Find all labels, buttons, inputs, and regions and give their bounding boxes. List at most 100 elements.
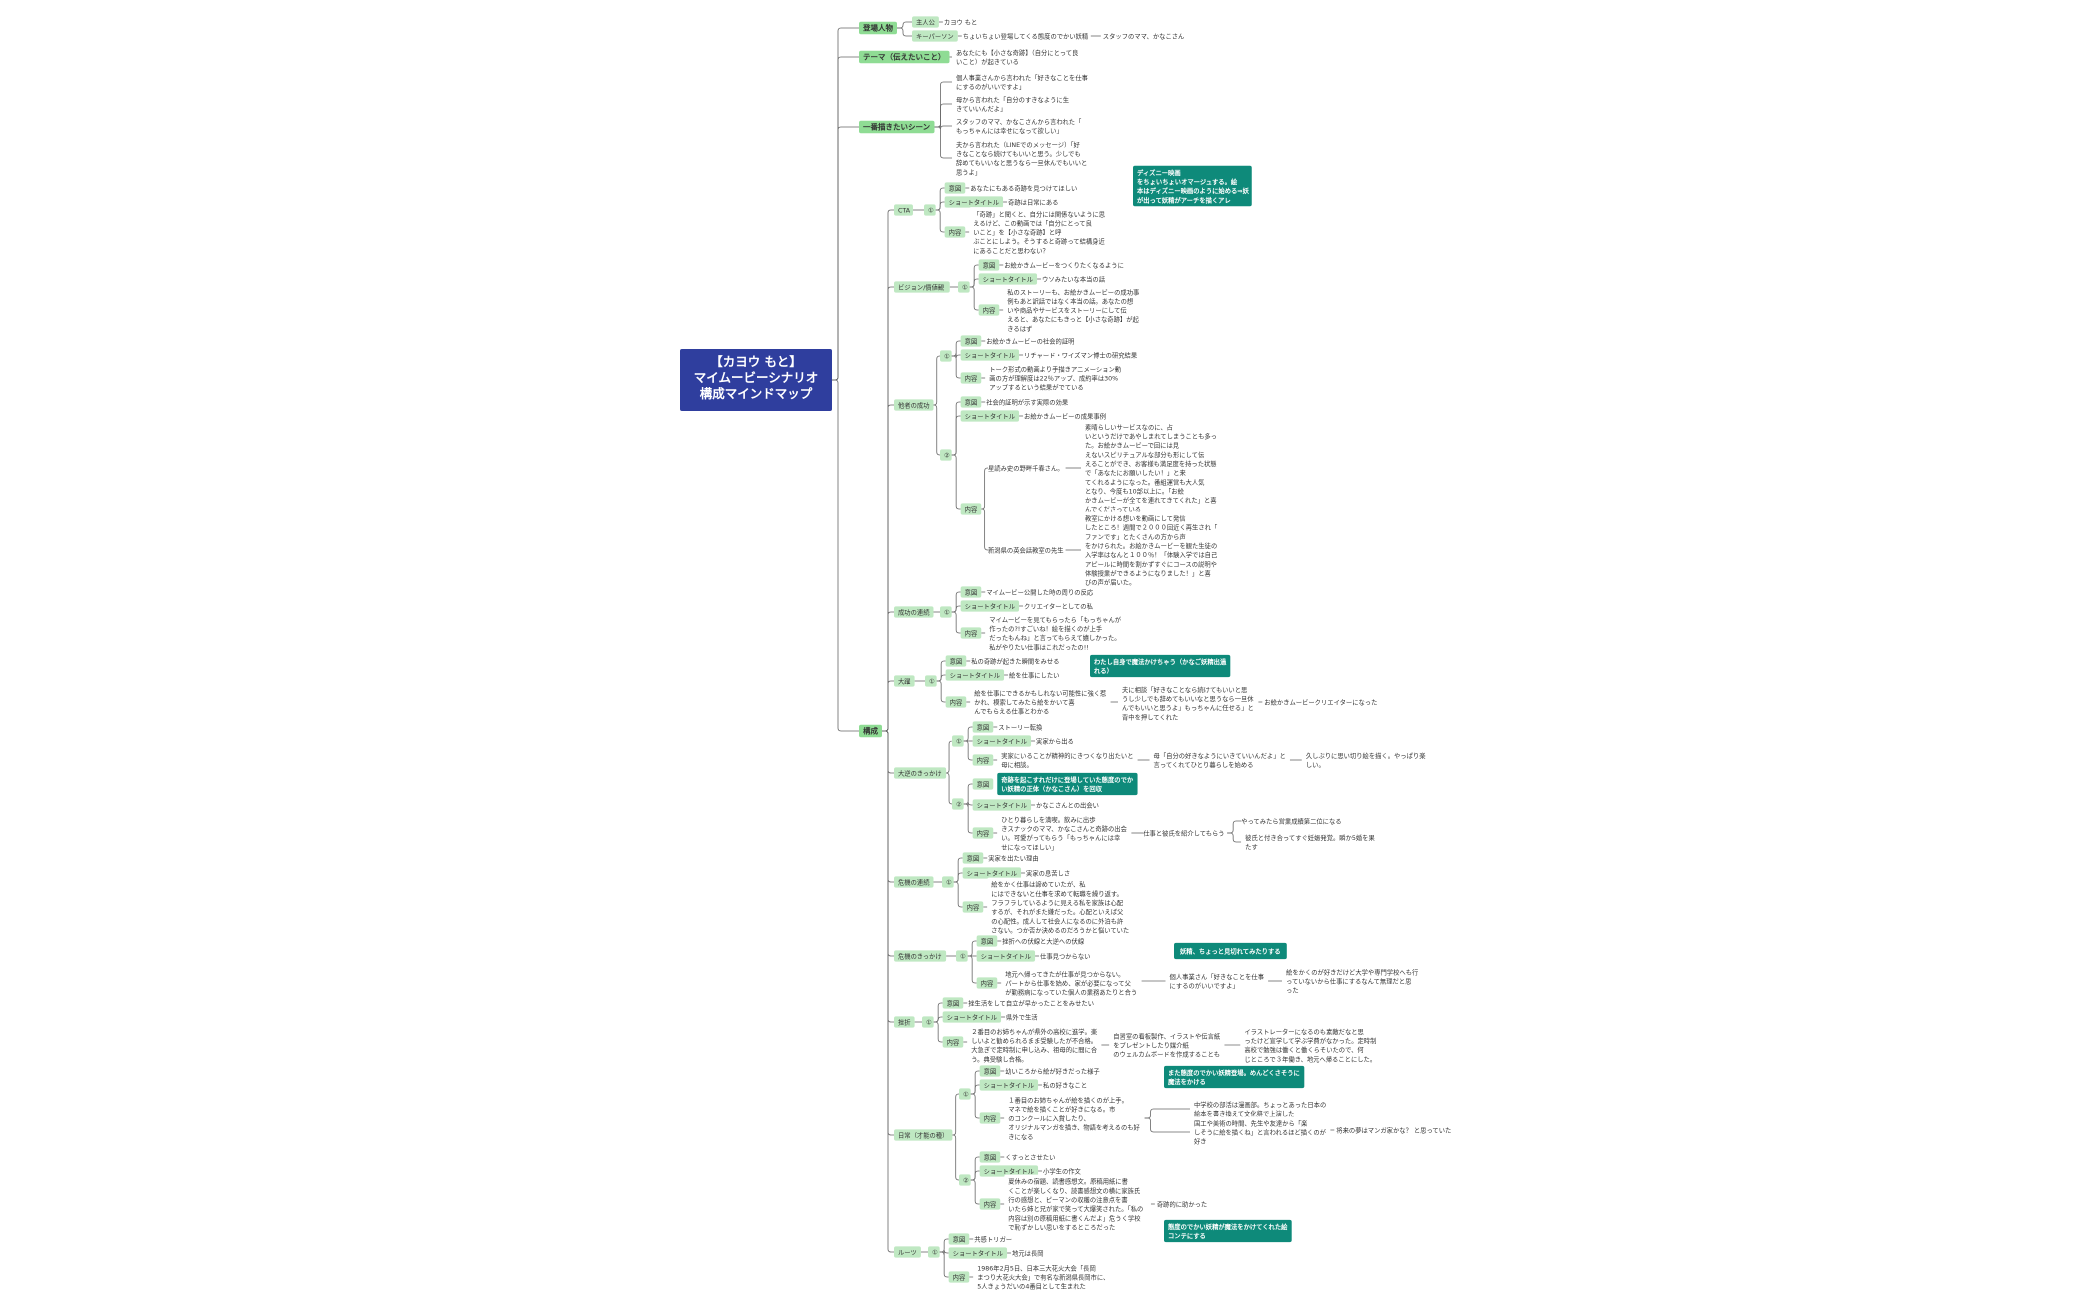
result-text[interactable]: お絵かきムービークリエイターになった	[1264, 697, 1377, 706]
section-proof[interactable]: 他者の成功	[894, 399, 934, 411]
tag-short-title[interactable]: ショートタイトル	[944, 196, 1004, 208]
tag-short-title[interactable]: ショートタイトル	[962, 867, 1022, 879]
text-card[interactable]: 絵を仕事にできるかもしれない可能性に強く惹かれ、模索してみたら絵をかいて喜んでも…	[970, 686, 1111, 718]
branch-characters[interactable]: 登場人物	[859, 21, 897, 35]
case-title[interactable]: 星読み史の野畔千春さん。	[988, 463, 1064, 472]
text-card[interactable]: 夏休みの宿題、読書感想文。原稿用紙に書くことが楽しくなり、読書感想文の横に家族氏…	[1004, 1174, 1151, 1234]
branch-theme[interactable]: テーマ（伝えたいこと）	[859, 50, 950, 64]
section-daily[interactable]: 日常（才能の種）	[894, 1129, 953, 1141]
intent-text[interactable]: 挫折への伏線と大逆への伏線	[1002, 936, 1085, 945]
number-node[interactable]: ①	[942, 876, 954, 888]
topic-text[interactable]: ちょいちょい登場してくる態度のでかい妖精	[963, 31, 1089, 40]
text-card[interactable]: トーク形式の動画より手描きアニメーション動画の方が理解度は22％アップ、成約率は…	[985, 362, 1126, 394]
mid-text[interactable]: 仕事と彼氏を紹介してもらう	[1143, 828, 1224, 837]
tag-content[interactable]: 内容	[942, 1036, 964, 1048]
tag-short-title[interactable]: ショートタイトル	[960, 349, 1020, 361]
tag-content[interactable]: 内容	[972, 827, 994, 839]
fairy-peek-note[interactable]: 妖精、ちょっと見切れてみたりする	[1174, 942, 1287, 960]
tag-content[interactable]: 内容	[960, 627, 982, 639]
text-card[interactable]: スタッフのママ、かなこさんから言われた「もっちゃんには幸せになって欲しい」	[952, 114, 1086, 138]
text-card[interactable]: 自習室の看板製作、イラストや伝言紙をプレゼントしたり媒介紙のウェルカムボードを作…	[1109, 1029, 1225, 1061]
text-card[interactable]: 地元へ帰ってきたが仕事が見つからない。パートから仕事を始め、家が必要になって父が…	[1001, 967, 1142, 999]
tag-keyperson[interactable]: キーパーソン	[912, 30, 958, 42]
number-node[interactable]: ①	[956, 950, 968, 962]
short-title-text[interactable]: クリエイターとしての私	[1024, 601, 1094, 610]
text-card[interactable]: イラストレーターになるのも素敵だなと思ったけど宣学して学ぶ学費がなかった。定時制…	[1240, 1024, 1381, 1066]
text-card[interactable]: 夫から言われた（LINEでのメッセージ）「好きなことなら続けてもいいと思う。少し…	[952, 137, 1093, 179]
text-card[interactable]: 絵をかく仕事は諦めていたが、私にはできないと仕事を求めて転職を繰り返す。フラフラ…	[987, 877, 1134, 937]
intent-text[interactable]: くすっとさせたい	[1005, 1153, 1055, 1161]
tag-intent[interactable]: 意図	[960, 335, 982, 347]
text-card[interactable]: 素晴らしいサービスなのに、占いというだけであやしまれてしまうことも多った。お絵か…	[1081, 420, 1222, 516]
number-node[interactable]: ①	[922, 1016, 934, 1028]
intent-text[interactable]: 幼いころから絵が好きだった様子	[1005, 1066, 1099, 1075]
tag-short-title[interactable]: ショートタイトル	[972, 799, 1032, 811]
section-turning[interactable]: 大逆のきっかけ	[894, 767, 947, 779]
number-node[interactable]: ①	[940, 606, 952, 618]
short-title-text[interactable]: リチャード・ワイズマン博士の研究結果	[1024, 350, 1138, 359]
tag-intent[interactable]: 意図	[972, 721, 994, 733]
short-title-text[interactable]: 地元は長岡	[1012, 1248, 1043, 1257]
number-node[interactable]: ②	[940, 449, 952, 461]
tag-short-title[interactable]: ショートタイトル	[972, 735, 1032, 747]
short-title-text[interactable]: 実家から出る	[1036, 736, 1074, 745]
tag-intent[interactable]: 意図	[944, 182, 966, 194]
short-title-text[interactable]: 絵を仕事にしたい	[1009, 670, 1059, 679]
tag-intent[interactable]: 意図	[978, 259, 1000, 271]
dream-text[interactable]: 将来の夢はマンガ家かな？ と思っていた	[1336, 1125, 1451, 1134]
tag-content[interactable]: 内容	[978, 304, 1000, 316]
tag-intent[interactable]: 意図	[960, 396, 982, 408]
tag-content[interactable]: 内容	[960, 503, 982, 515]
intent-text[interactable]: 共感トリガー	[974, 1234, 1012, 1243]
tag-short-title[interactable]: ショートタイトル	[979, 1165, 1039, 1177]
intent-text[interactable]: マイムービー公開した時の周りの反応	[986, 587, 1094, 596]
section-crisis_start[interactable]: 危機のきっかけ	[894, 950, 947, 962]
topic-text[interactable]: スタッフのママ、かなこさん	[1103, 31, 1185, 40]
intent-text[interactable]: お絵かきムービーの社会的証明	[986, 336, 1074, 345]
tag-content[interactable]: 内容	[962, 901, 984, 913]
section-vision[interactable]: ビジョン/價値観	[894, 281, 950, 293]
branch-scene[interactable]: 一番描きたいシーン	[859, 120, 935, 134]
tag-content[interactable]: 内容	[960, 372, 982, 384]
text-card[interactable]: 1986年2月5日、日本三大花火大会「長岡まつり大花火大会」で有名な新潟県長岡市…	[973, 1261, 1114, 1293]
intent-text[interactable]: お絵かきムービーをつくりたくなるように	[1004, 260, 1124, 269]
intent-text[interactable]: 私の奇跡が起きた瞬間をみせる	[971, 656, 1059, 665]
number-node[interactable]: ①	[958, 281, 970, 293]
tag-intent[interactable]: 意図	[979, 1151, 1001, 1163]
tag-short-title[interactable]: ショートタイトル	[945, 669, 1005, 681]
tag-intent[interactable]: 意図	[979, 1065, 1001, 1077]
intent-text[interactable]: あなたにもある奇跡を見つけてほしい	[970, 183, 1077, 192]
section-cta[interactable]: CTA	[894, 204, 913, 216]
number-node[interactable]: ①	[952, 735, 964, 747]
section-crisis[interactable]: 危機の連続	[894, 876, 934, 888]
tag-short-title[interactable]: ショートタイトル	[978, 273, 1038, 285]
text-card[interactable]: 夫に相談「好きなことなら続けてもいいと思うし少しでも辞めてもいいなと思うなら一旦…	[1118, 682, 1259, 724]
short-title-text[interactable]: 実家の息苦しさ	[1026, 868, 1070, 877]
section-setback[interactable]: 挫折	[894, 1016, 915, 1028]
tag-intent[interactable]: 意図	[948, 1233, 970, 1245]
tag-protagonist[interactable]: 主人公	[912, 16, 939, 28]
tag-content[interactable]: 内容	[972, 754, 994, 766]
tag-short-title[interactable]: ショートタイトル	[979, 1079, 1039, 1091]
number-node[interactable]: ①	[928, 1246, 940, 1258]
number-node[interactable]: ②	[952, 798, 964, 810]
tag-intent[interactable]: 意図	[960, 586, 982, 598]
short-title-text[interactable]: 小学生の作文	[1043, 1166, 1081, 1175]
intent-text[interactable]: 社会的証明が示す実際の効果	[986, 397, 1069, 406]
number-node[interactable]: ②	[959, 1174, 971, 1186]
short-title-text[interactable]: 仕事見つからない	[1040, 951, 1090, 960]
number-node[interactable]: ①	[940, 350, 952, 362]
topic-text[interactable]: カヨウ もと	[944, 18, 977, 26]
text-card[interactable]: マイムービーを見てもらったら「もっちゃんが作ったの?!すごいね！絵を描くのが上手…	[985, 612, 1126, 654]
rescued-text[interactable]: 奇跡的に助かった	[1157, 1199, 1207, 1208]
tag-content[interactable]: 内容	[948, 1271, 970, 1283]
section-roots[interactable]: ルーツ	[894, 1246, 921, 1258]
text-card[interactable]: ひとり暮らしを満喫。飲みに出歩きスナックのママ、かなこさんと奇跡の出会い。可愛が…	[997, 812, 1132, 854]
